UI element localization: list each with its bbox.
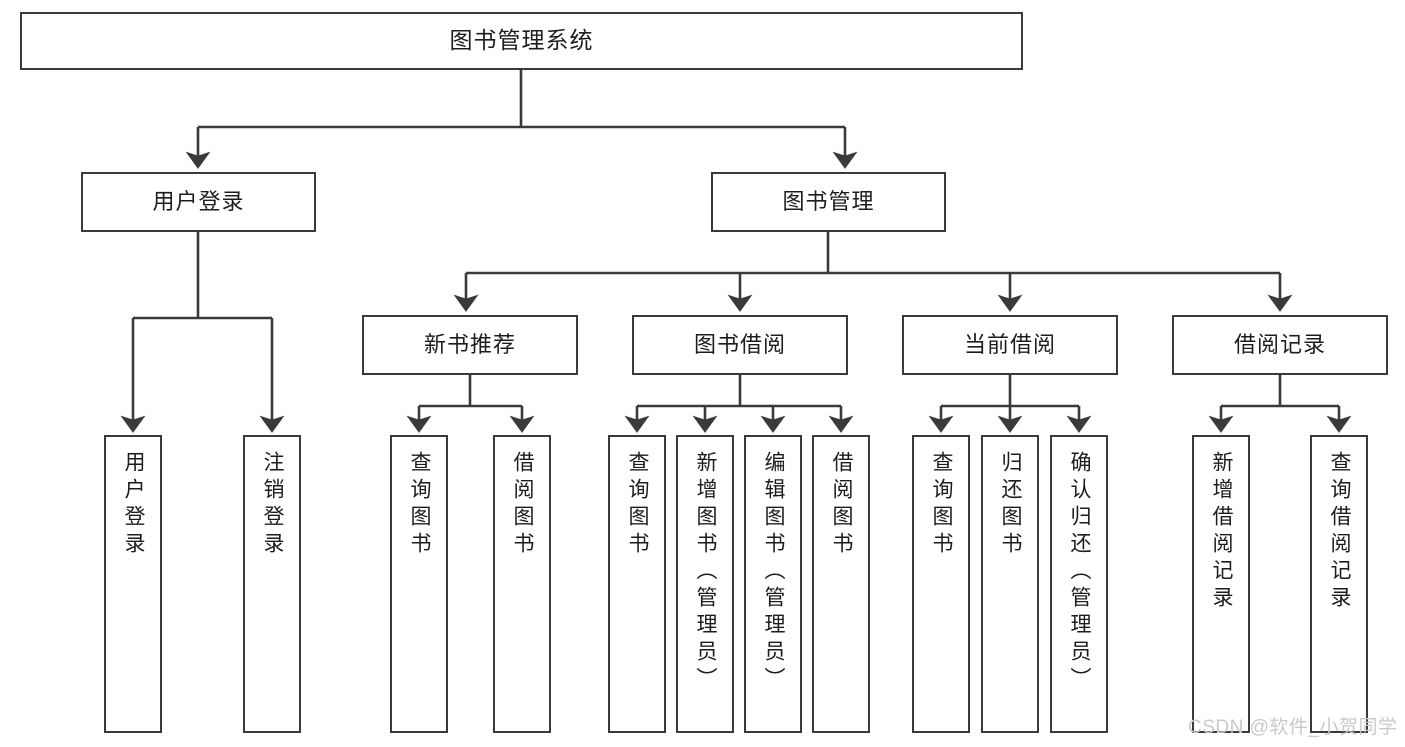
leaf-user-login[interactable]: 用户登录 xyxy=(104,435,162,733)
node-label: 借阅图书 xyxy=(511,451,535,559)
node-label: 新增借阅记录 xyxy=(1210,451,1234,613)
leaf-query-book-current[interactable]: 查询图书 xyxy=(912,435,970,733)
node-user-login[interactable]: 用户登录 xyxy=(81,172,316,232)
node-label: 图书管理系统 xyxy=(449,27,594,54)
node-label: 查询图书 xyxy=(408,451,432,559)
node-label: 用户登录 xyxy=(152,188,245,214)
leaf-query-book-borrow[interactable]: 查询图书 xyxy=(608,435,666,733)
node-root-book-management-system[interactable]: 图书管理系统 xyxy=(20,12,1023,70)
node-borrowing-record[interactable]: 借阅记录 xyxy=(1172,315,1388,375)
leaf-edit-book-admin[interactable]: 编辑图书（管理员） xyxy=(744,435,802,733)
leaf-add-book-admin[interactable]: 新增图书（管理员） xyxy=(676,435,734,733)
leaf-borrow-book-new-book[interactable]: 借阅图书 xyxy=(493,435,551,733)
node-label: 新书推荐 xyxy=(423,331,516,357)
node-label: 注销登录 xyxy=(261,451,285,559)
node-label: 查询图书 xyxy=(930,451,954,559)
leaf-logout[interactable]: 注销登录 xyxy=(243,435,301,733)
node-new-book-recommendation[interactable]: 新书推荐 xyxy=(362,315,578,375)
node-current-borrowing[interactable]: 当前借阅 xyxy=(902,315,1118,375)
leaf-return-book[interactable]: 归还图书 xyxy=(981,435,1039,733)
leaf-add-borrow-record[interactable]: 新增借阅记录 xyxy=(1192,435,1250,733)
csdn-watermark: CSDN @软件_小贺同学 xyxy=(1188,717,1398,738)
leaf-query-borrow-record[interactable]: 查询借阅记录 xyxy=(1310,435,1368,733)
node-book-borrowing[interactable]: 图书借阅 xyxy=(632,315,848,375)
node-label: 图书管理 xyxy=(782,188,875,214)
node-label: 编辑图书（管理员） xyxy=(762,451,786,694)
node-label: 当前借阅 xyxy=(963,331,1056,357)
node-label: 查询借阅记录 xyxy=(1328,451,1352,613)
node-book-management[interactable]: 图书管理 xyxy=(711,172,946,232)
leaf-borrow-book[interactable]: 借阅图书 xyxy=(812,435,870,733)
node-label: 图书借阅 xyxy=(693,331,786,357)
node-label: 借阅图书 xyxy=(830,451,854,559)
node-label: 查询图书 xyxy=(626,451,650,559)
leaf-confirm-return-admin[interactable]: 确认归还（管理员） xyxy=(1050,435,1108,733)
node-label: 用户登录 xyxy=(122,451,146,559)
node-label: 借阅记录 xyxy=(1233,331,1326,357)
leaf-query-book-new-book[interactable]: 查询图书 xyxy=(390,435,448,733)
node-label: 归还图书 xyxy=(999,451,1023,559)
node-label: 确认归还（管理员） xyxy=(1068,451,1092,694)
node-label: 新增图书（管理员） xyxy=(694,451,718,694)
